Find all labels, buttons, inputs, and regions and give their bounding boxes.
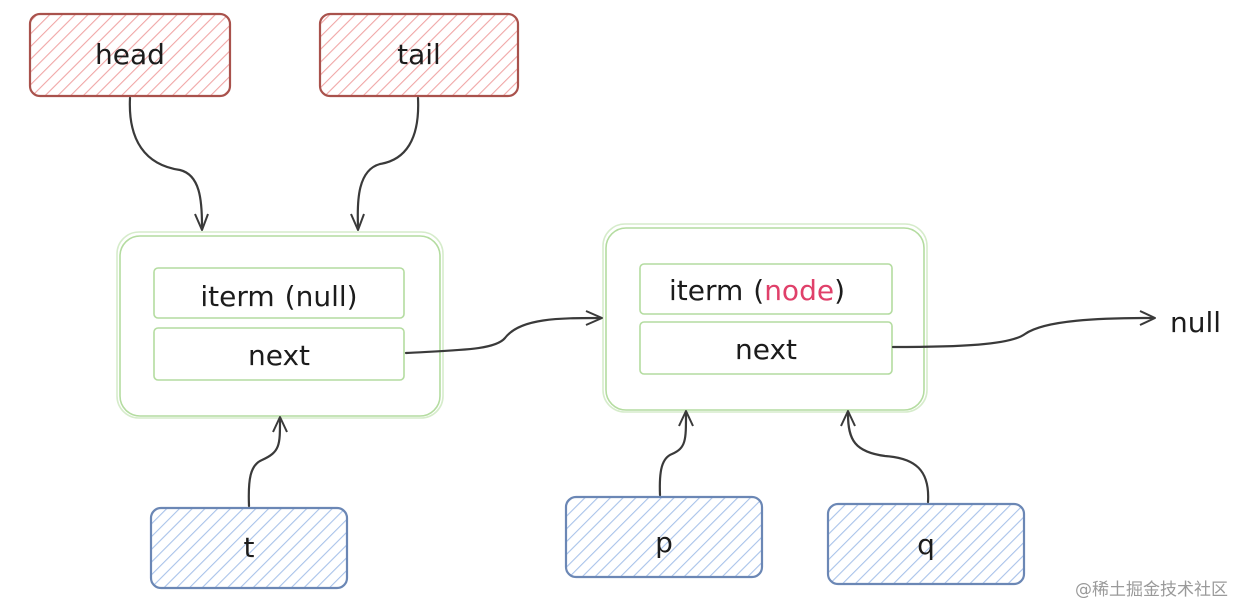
node1-next-arrowhead: [585, 310, 603, 326]
head-label: head: [95, 38, 165, 71]
tail-to-node1-arrow: [356, 96, 420, 228]
p-label: p: [655, 526, 673, 559]
node2-next-to-null-arrow: [891, 316, 1154, 349]
p-pointer-box: p: [564, 495, 764, 579]
node-2-item-field: [639, 263, 893, 315]
node-2-next-field: [639, 321, 893, 375]
node-2: iterm(node) next: [602, 223, 928, 413]
null-arrowhead: [1139, 310, 1156, 326]
head-arrowhead: [194, 213, 209, 231]
t-label: t: [244, 531, 255, 564]
node-2-next-label: next: [735, 333, 797, 366]
node-2-item-value: node: [764, 274, 834, 307]
p-to-node2-arrow: [658, 412, 688, 497]
node1-next-to-node2-arrow: [404, 316, 602, 355]
p-arrowhead: [678, 410, 694, 427]
tail-pointer-box: tail: [318, 12, 520, 98]
node-1-item-text: iterm(null): [200, 280, 357, 313]
tail-arrowhead: [350, 213, 365, 231]
q-to-node2-arrow: [846, 412, 930, 504]
q-arrowhead: [840, 410, 856, 427]
node-1-next-field: [153, 327, 405, 381]
node-1-next-label: next: [248, 339, 310, 372]
q-label: q: [917, 528, 935, 561]
t-arrowhead: [272, 416, 288, 433]
watermark: @稀土掘金技术社区: [1075, 580, 1228, 600]
node-1: iterm(null) next: [116, 231, 444, 419]
null-terminal-label: null: [1170, 306, 1221, 339]
t-to-node1-arrow: [247, 418, 282, 508]
node-1-item-field: [153, 267, 405, 319]
t-pointer-box: t: [149, 506, 349, 590]
tail-label: tail: [397, 38, 441, 71]
head-to-node1-arrow: [128, 96, 204, 228]
q-pointer-box: q: [826, 502, 1026, 586]
node-2-item-text: iterm(node): [669, 274, 845, 307]
head-pointer-box: head: [28, 12, 232, 98]
